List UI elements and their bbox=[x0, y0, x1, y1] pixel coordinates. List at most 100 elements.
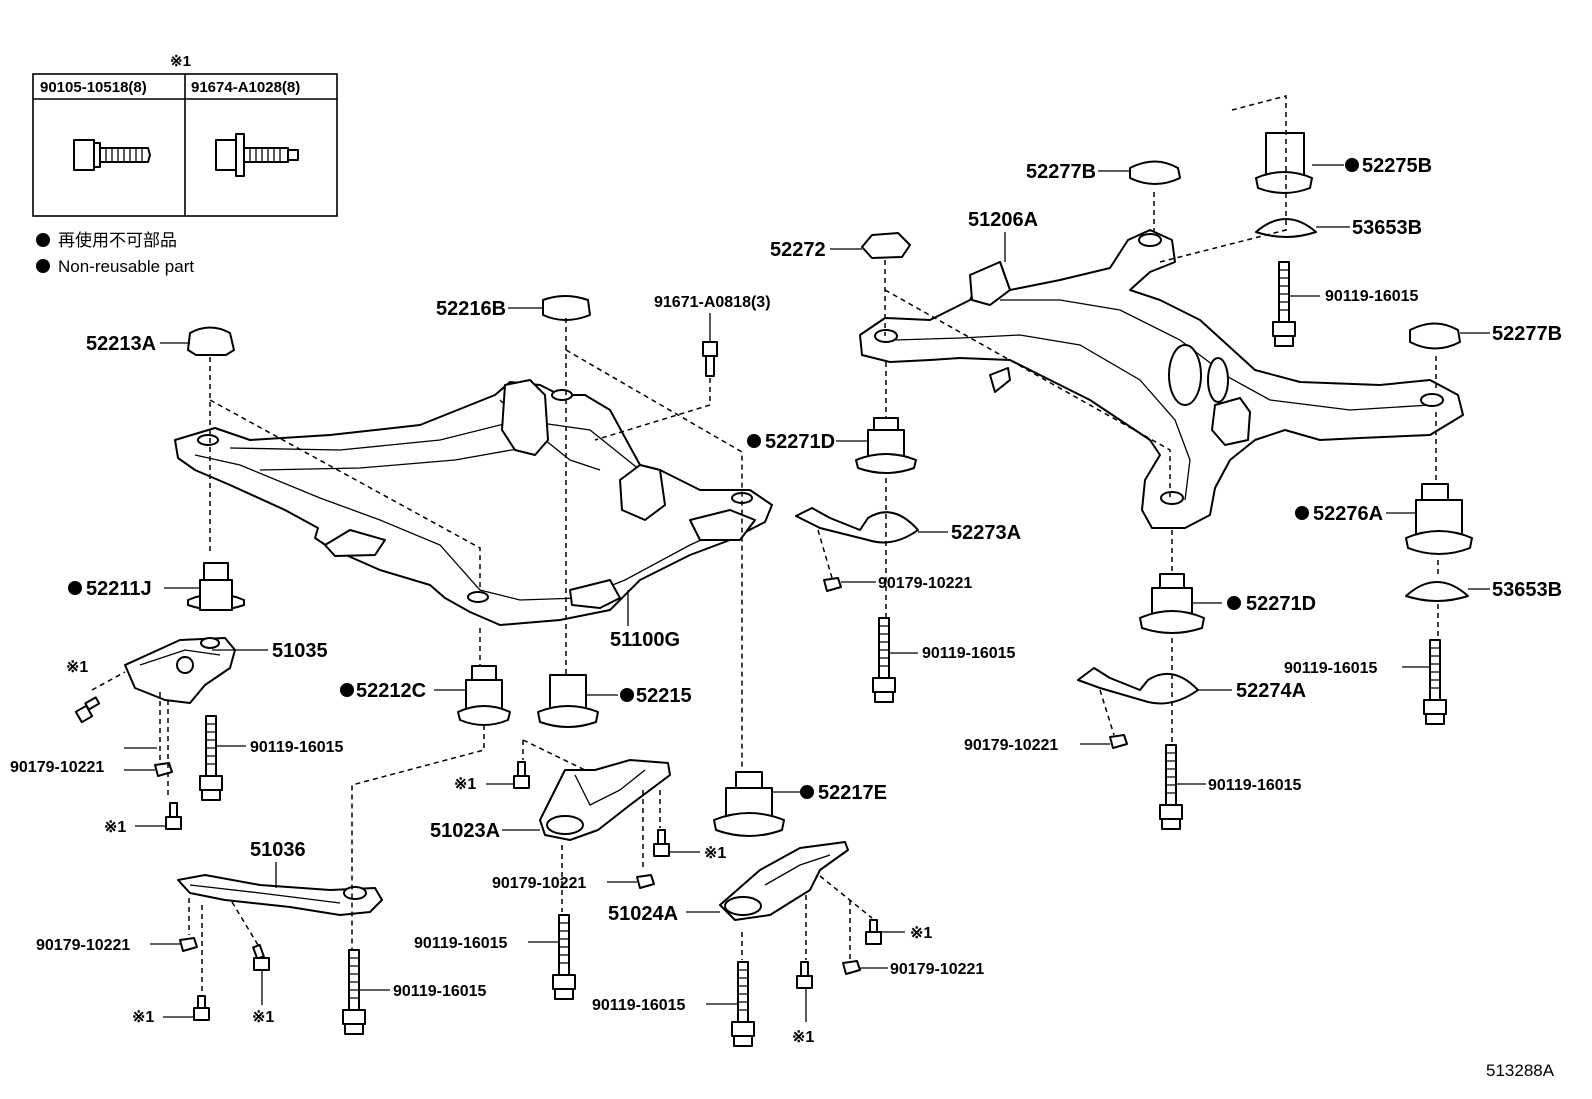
label-90179-e: 90179-10221 bbox=[878, 575, 972, 592]
bushing-52215 bbox=[537, 674, 599, 728]
label-90119-d: 90119-16015 bbox=[592, 997, 686, 1014]
small-bolt-h bbox=[865, 919, 882, 945]
label-51206A: 51206A bbox=[968, 209, 1038, 231]
bolt-90119-c bbox=[552, 914, 576, 1000]
label-90119-f: 90119-16015 bbox=[922, 645, 1016, 662]
non-reusable-dot-icon bbox=[68, 581, 82, 595]
legend-english: Non-reusable part bbox=[58, 257, 194, 276]
label-mark1-h: ※1 bbox=[910, 925, 932, 942]
bolt-90119-a bbox=[199, 715, 223, 801]
label-52275B: 52275B bbox=[1362, 155, 1432, 177]
legend: 再使用不可部品 Non-reusable part bbox=[36, 230, 194, 276]
label-90119-c: 90119-16015 bbox=[414, 935, 508, 952]
label-mark1-a: ※1 bbox=[66, 659, 88, 676]
label-mark1-b: ※1 bbox=[104, 819, 126, 836]
non-reusable-dot-icon bbox=[620, 688, 634, 702]
small-bolt-c bbox=[513, 761, 530, 789]
label-52277B-top: 52277B bbox=[1026, 161, 1096, 183]
bracket-52273A bbox=[795, 507, 919, 544]
bolt-90119-d bbox=[731, 961, 755, 1047]
label-51035: 51035 bbox=[272, 640, 328, 662]
nut-90179-a bbox=[154, 762, 173, 777]
label-52277B-right: 52277B bbox=[1492, 323, 1562, 345]
washer-bolt-icon bbox=[215, 133, 299, 177]
label-51023A: 51023A bbox=[430, 820, 500, 842]
bushing-52275B bbox=[1255, 132, 1313, 194]
label-90119-g: 90119-16015 bbox=[1284, 660, 1378, 677]
label-52276A: 52276A bbox=[1313, 503, 1383, 525]
label-52272: 52272 bbox=[770, 239, 826, 261]
label-mark1-f: ※1 bbox=[252, 1009, 274, 1026]
label-90179-d: 90179-10221 bbox=[890, 961, 984, 978]
small-bolt-a bbox=[74, 696, 101, 724]
label-51036: 51036 bbox=[250, 839, 306, 861]
label-mark1-e: ※1 bbox=[132, 1009, 154, 1026]
non-reusable-dot-icon bbox=[1227, 596, 1241, 610]
label-90119-a: 90119-16015 bbox=[250, 739, 344, 756]
legend-japanese: 再使用不可部品 bbox=[58, 230, 177, 250]
flange-bolt-icon bbox=[73, 139, 151, 171]
bolt-91671 bbox=[702, 341, 718, 377]
bolt-table: ※1 90105-10518(8) 91674-A1028(8) bbox=[32, 53, 338, 217]
label-52274A: 52274A bbox=[1236, 680, 1306, 702]
label-mark1-c: ※1 bbox=[454, 776, 476, 793]
cushion-52272 bbox=[861, 232, 911, 259]
label-52271D-left: 52271D bbox=[765, 431, 835, 453]
table-mark: ※1 bbox=[170, 53, 191, 70]
cushion-52277B-right bbox=[1409, 322, 1461, 350]
non-reusable-dot-icon bbox=[1295, 506, 1309, 520]
label-mark1-d: ※1 bbox=[704, 845, 726, 862]
label-51100G: 51100G bbox=[610, 629, 680, 651]
cushion-53653B-top bbox=[1255, 218, 1317, 238]
bracket-51024A bbox=[719, 841, 849, 921]
part-labels: 52213A 52216B 91671-A0818(3) 52211J 5103… bbox=[10, 155, 1562, 1046]
label-52273A: 52273A bbox=[951, 522, 1021, 544]
bushing-52271D-right bbox=[1139, 573, 1205, 634]
bushing-52217E bbox=[713, 771, 785, 837]
assembly-lines bbox=[91, 95, 1439, 995]
nut-90179-b bbox=[636, 874, 655, 889]
bolt-90119-e bbox=[1272, 261, 1296, 347]
bushing-52271D-left bbox=[855, 417, 917, 474]
non-reusable-dot-icon bbox=[1345, 158, 1359, 172]
label-90119-b: 90119-16015 bbox=[393, 983, 487, 1000]
label-52212C: 52212C bbox=[356, 680, 426, 702]
label-90179-c: 90179-10221 bbox=[36, 937, 130, 954]
nut-90179-d bbox=[842, 960, 861, 975]
label-53653B-bottom: 53653B bbox=[1492, 579, 1562, 601]
label-90179-a: 90179-10221 bbox=[10, 759, 104, 776]
small-bolt-e bbox=[193, 995, 210, 1021]
label-51024A: 51024A bbox=[608, 903, 678, 925]
label-90119-h: 90119-16015 bbox=[1208, 777, 1302, 794]
label-52216B: 52216B bbox=[436, 298, 506, 320]
non-reusable-dot-icon bbox=[340, 683, 354, 697]
table-col1-header: 90105-10518(8) bbox=[40, 79, 147, 96]
label-mark1-g: ※1 bbox=[792, 1029, 814, 1046]
label-52271D-right: 52271D bbox=[1246, 593, 1316, 615]
table-col2-header: 91674-A1028(8) bbox=[191, 79, 300, 96]
nut-90179-e bbox=[823, 577, 842, 592]
cushion-52213A bbox=[187, 326, 235, 356]
label-52215: 52215 bbox=[636, 685, 692, 707]
label-52217E: 52217E bbox=[818, 782, 887, 804]
bushing-52276A bbox=[1405, 483, 1473, 555]
bracket-52274A bbox=[1077, 667, 1199, 705]
cushion-52277B-top bbox=[1129, 160, 1181, 185]
bracket-51036 bbox=[177, 874, 383, 916]
non-reusable-dot-icon bbox=[800, 785, 814, 799]
small-bolt-g bbox=[796, 961, 813, 989]
cushion-53653B-bottom bbox=[1405, 581, 1469, 602]
bracket-51035 bbox=[124, 637, 236, 704]
label-90119-e: 90119-16015 bbox=[1325, 288, 1419, 305]
bushing-52212C bbox=[457, 665, 511, 726]
small-bolt-b bbox=[165, 802, 182, 830]
reference-code: 513288A bbox=[1486, 1061, 1555, 1080]
nut-90179-f bbox=[1109, 734, 1128, 749]
non-reusable-dot-icon bbox=[36, 259, 50, 273]
bolt-90119-f bbox=[872, 617, 896, 703]
label-90179-b: 90179-10221 bbox=[492, 875, 586, 892]
label-90179-f: 90179-10221 bbox=[964, 737, 1058, 754]
non-reusable-dot-icon bbox=[747, 434, 761, 448]
nut-90179-c bbox=[179, 937, 198, 952]
